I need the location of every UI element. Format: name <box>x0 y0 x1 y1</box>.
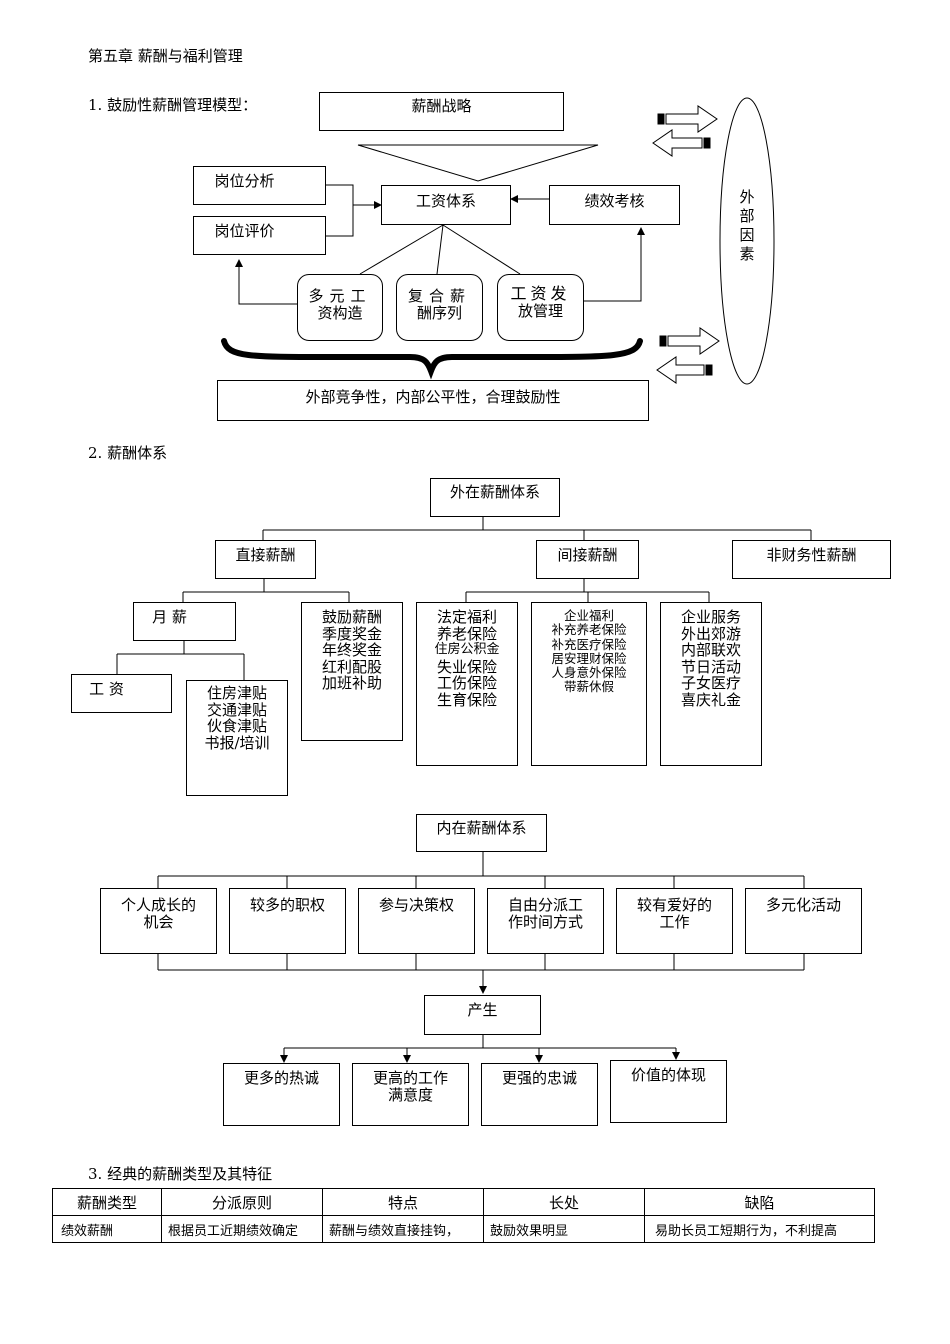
inner-item-activities: 多元化活动 <box>745 888 862 954</box>
section2-heading: 2. 薪酬体系 <box>88 444 168 462</box>
inner-item-decision: 参与决策权 <box>358 888 475 954</box>
section3-heading: 3. 经典的薪酬类型及其特征 <box>88 1165 273 1183</box>
table-header-cell: 缺陷 <box>644 1188 875 1216</box>
table-header-row: 薪酬类型 分派原则 特点 长处 缺陷 <box>52 1188 875 1216</box>
fan-line-mid <box>436 224 444 275</box>
external-factors-label: 外 部 因 素 <box>739 188 755 263</box>
table-header-cell: 分派原则 <box>161 1188 323 1216</box>
performance-box: 绩效考核 <box>549 185 680 225</box>
payment-management-box: 工资发 放管理 <box>497 274 584 341</box>
arrow-left-icon <box>652 129 703 157</box>
strategy-funnel <box>357 144 599 182</box>
allowances-box: 住房津贴 交通津贴 伙食津贴 书报/培训 <box>186 680 288 796</box>
result-satisfaction: 更高的工作满意度 <box>352 1063 469 1126</box>
fan-line-left <box>359 224 444 275</box>
payment-to-perf-arrow <box>584 227 645 302</box>
external-factors-ellipse <box>719 97 775 385</box>
inner-item-flex-time: 自由分派工作时间方式 <box>487 888 604 954</box>
exchange-arrows-top <box>652 105 718 157</box>
arrow-left-icon <box>656 356 705 384</box>
direct-pay-box: 直接薪酬 <box>215 540 316 579</box>
statutory-benefits-box: 法定福利 养老保险 住房公积金 失业保险 工伤保险 生育保险 <box>416 602 518 766</box>
table-cell: 绩效薪酬 <box>52 1215 162 1243</box>
arrow-right-icon <box>667 327 720 355</box>
strategy-box: 薪酬战略 <box>319 92 564 131</box>
section1-heading: 1. 鼓励性薪酬管理模型： <box>88 96 258 114</box>
result-loyalty: 更强的忠诚 <box>481 1063 598 1126</box>
table-cell: 鼓励效果明显 <box>483 1215 645 1243</box>
exchange-arrows-bottom <box>656 327 720 384</box>
table-cell: 薪酬与绩效直接挂钩， <box>322 1215 484 1243</box>
wage-system-box: 工资体系 <box>381 185 511 225</box>
salary-types-table: 薪酬类型 分派原则 特点 长处 缺陷 绩效薪酬 根据员工近期绩效确定 薪酬与绩效… <box>52 1188 875 1243</box>
table-header-cell: 特点 <box>322 1188 484 1216</box>
job-bracket <box>326 184 354 237</box>
outer-pay-title-box: 外在薪酬体系 <box>430 478 560 517</box>
non-financial-pay-box: 非财务性薪酬 <box>732 540 891 579</box>
multi-to-jobeval-arrow <box>235 259 299 305</box>
arrow-right-icon <box>665 105 718 133</box>
table-header-cell: 薪酬类型 <box>52 1188 162 1216</box>
curly-brace <box>221 338 643 380</box>
inner-item-interest: 较有爱好的工作 <box>616 888 733 954</box>
principle-box: 外部竞争性，内部公平性，合理鼓励性 <box>217 380 649 421</box>
result-enthusiasm: 更多的热诚 <box>223 1063 340 1126</box>
inner-pay-title-box: 内在薪酬体系 <box>416 814 547 852</box>
table-header-cell: 长处 <box>483 1188 645 1216</box>
indirect-pay-box: 间接薪酬 <box>536 540 639 579</box>
corporate-benefits-box: 企业福利 补充养老保险 补充医疗保险 居安理财保险 人身意外保险 带薪休假 <box>531 602 647 766</box>
table-cell: 易助长员工短期行为，不利提高 <box>644 1215 875 1243</box>
job-evaluation-box: 岗位评价 <box>193 216 326 255</box>
fan-line-right <box>442 224 521 275</box>
company-services-box: 企业服务 外出郊游 内部联欢 节日活动 子女医疗 喜庆礼金 <box>660 602 762 766</box>
inner-item-authority: 较多的职权 <box>229 888 346 954</box>
monthly-pay-box: 月 薪 <box>133 602 236 641</box>
bonuses-box: 鼓励薪酬 季度奖金 年终奖金 红利配股 加班补助 <box>301 602 403 741</box>
table-cell: 根据员工近期绩效确定 <box>161 1215 323 1243</box>
produce-box: 产生 <box>424 995 541 1035</box>
inner-item-growth: 个人成长的机会 <box>100 888 217 954</box>
result-value: 价值的体现 <box>610 1060 727 1123</box>
multi-wage-structure-box: 多元工 资构造 <box>297 274 383 341</box>
chapter-title: 第五章 薪酬与福利管理 <box>88 47 243 65</box>
composite-pay-box: 复合薪 酬序列 <box>396 274 483 341</box>
wage-box: 工 资 <box>71 674 172 713</box>
job-analysis-box: 岗位分析 <box>193 166 326 205</box>
table-row: 绩效薪酬 根据员工近期绩效确定 薪酬与绩效直接挂钩， 鼓励效果明显 易助长员工短… <box>52 1215 875 1243</box>
